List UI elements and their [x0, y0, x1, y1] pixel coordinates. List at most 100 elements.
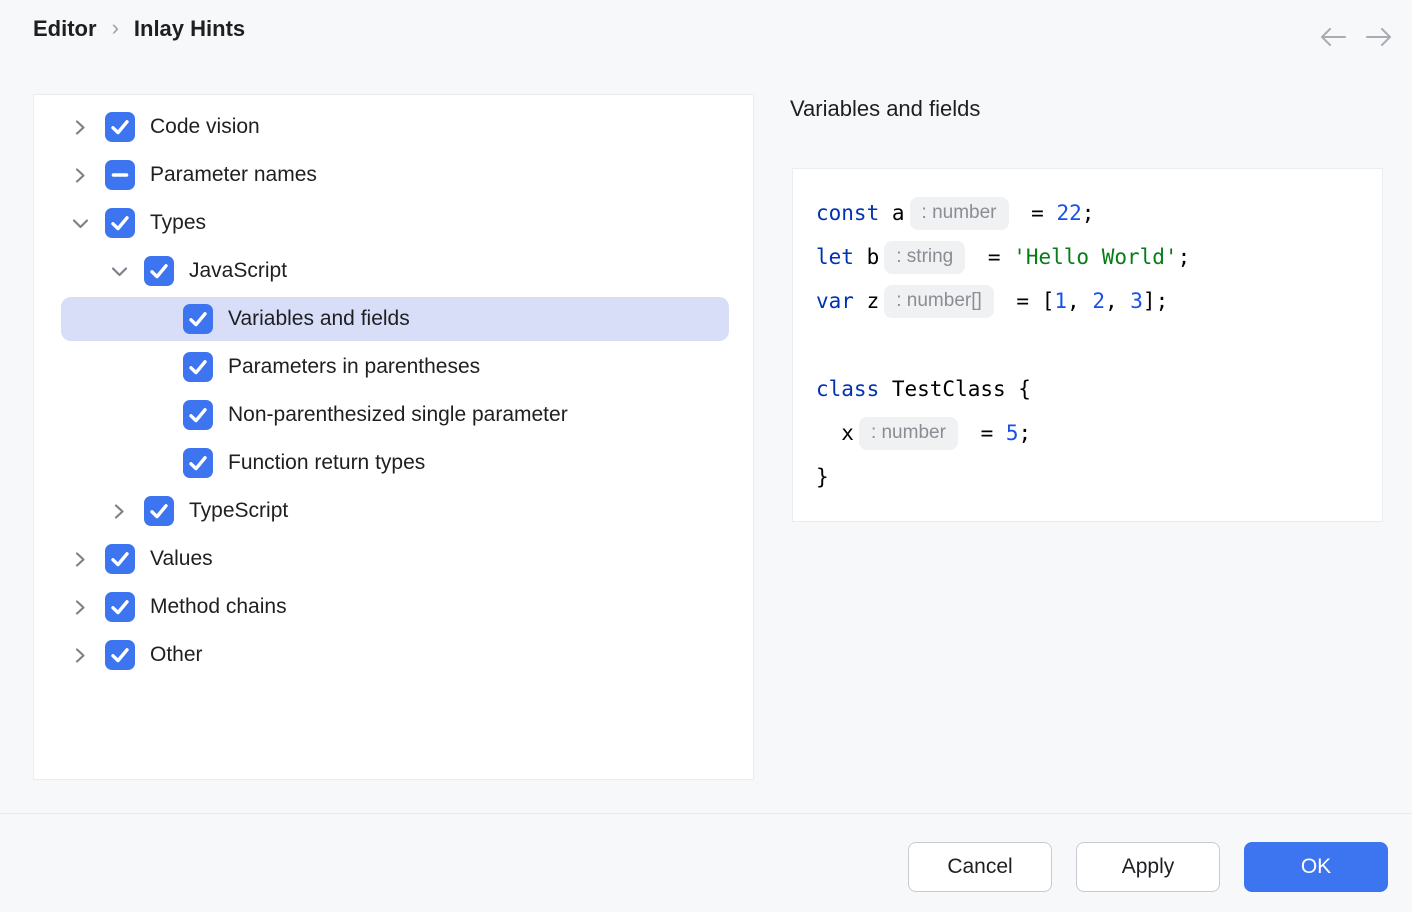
code-line: class TestClass { — [816, 367, 1372, 411]
footer-buttons: Cancel Apply OK — [908, 842, 1388, 892]
code-text: ; — [1081, 201, 1095, 225]
chevron-right-icon[interactable] — [69, 164, 91, 186]
code-line — [816, 323, 1372, 367]
code-text: = — [967, 421, 1006, 445]
code-text: } — [816, 465, 829, 489]
checkbox-checked[interactable] — [105, 544, 135, 574]
code-line: var z: number[] = [1, 2, 3]; — [816, 279, 1372, 323]
chevron-down-icon[interactable] — [69, 212, 91, 234]
checkbox-checked[interactable] — [183, 448, 213, 478]
checkbox-checked[interactable] — [183, 304, 213, 334]
tree-row-label: Method chains — [150, 595, 287, 618]
chevron-down-icon[interactable] — [108, 260, 130, 282]
ok-button[interactable]: OK — [1244, 842, 1388, 892]
code-string: 'Hello World' — [1013, 245, 1178, 269]
inlay-hint-pill: : number — [909, 196, 1009, 230]
checkbox-checked[interactable] — [144, 256, 174, 286]
code-line: x: number = 5; — [816, 411, 1372, 455]
breadcrumb-separator-icon: › — [111, 15, 119, 40]
tree-row[interactable]: Parameters in parentheses — [61, 345, 729, 389]
chevron-right-icon[interactable] — [69, 116, 91, 138]
history-nav — [1318, 24, 1394, 50]
tree-row[interactable]: JavaScript — [61, 249, 729, 293]
code-keyword: let — [816, 245, 854, 269]
code-number: 22 — [1056, 201, 1082, 225]
code-keyword: class — [816, 377, 880, 401]
code-text: ; — [1177, 245, 1191, 269]
breadcrumb-item-editor[interactable]: Editor — [33, 16, 97, 41]
tree-row[interactable]: Variables and fields — [61, 297, 729, 341]
tree-row-label: Non-parenthesized single parameter — [228, 403, 568, 426]
chevron-spacer — [147, 452, 169, 474]
chevron-right-icon[interactable] — [69, 548, 91, 570]
inlay-hint-pill: : string — [884, 240, 966, 274]
detail-panel-title: Variables and fields — [790, 96, 981, 121]
code-preview: const a: number = 22;let b: string = 'He… — [792, 168, 1383, 522]
tree-row[interactable]: Code vision — [61, 105, 729, 149]
tree-row[interactable]: Types — [61, 201, 729, 245]
tree-row-label: Function return types — [228, 451, 426, 474]
chevron-right-icon[interactable] — [69, 596, 91, 618]
code-text: , — [1067, 289, 1093, 313]
code-text: ]; — [1142, 289, 1169, 313]
code-text: b — [853, 245, 880, 269]
code-text: = [ — [1003, 289, 1055, 313]
tree-row-label: Parameter names — [150, 163, 317, 186]
code-text: = — [975, 245, 1014, 269]
code-number: 1 — [1054, 289, 1068, 313]
back-arrow-icon[interactable] — [1318, 24, 1348, 50]
tree-row-label: Types — [150, 211, 207, 234]
tree-row-label: Code vision — [150, 115, 260, 138]
chevron-spacer — [147, 404, 169, 426]
tree-row[interactable]: Method chains — [61, 585, 729, 629]
code-text: , — [1104, 289, 1131, 313]
code-keyword: const — [816, 201, 880, 225]
code-text: x — [816, 421, 854, 445]
code-number: 3 — [1130, 289, 1143, 313]
tree-row[interactable]: Other — [61, 633, 729, 677]
forward-arrow-icon[interactable] — [1364, 24, 1394, 50]
apply-button[interactable]: Apply — [1076, 842, 1220, 892]
dialog-footer: Cancel Apply OK — [0, 813, 1412, 912]
inlay-hint-pill: : number — [858, 416, 958, 450]
checkbox-checked[interactable] — [105, 208, 135, 238]
code-text: TestClass { — [879, 377, 1031, 401]
tree-row[interactable]: Non-parenthesized single parameter — [61, 393, 729, 437]
code-line: } — [816, 455, 1372, 499]
chevron-spacer — [147, 308, 169, 330]
tree-row-label: Other — [150, 643, 203, 666]
tree-row-label: Variables and fields — [228, 307, 410, 330]
breadcrumb-item-inlay-hints: Inlay Hints — [133, 16, 246, 41]
chevron-right-icon[interactable] — [69, 644, 91, 666]
code-line: const a: number = 22; — [816, 191, 1372, 235]
code-keyword: var — [816, 289, 854, 313]
checkbox-checked[interactable] — [105, 640, 135, 670]
tree-row-label: JavaScript — [189, 259, 288, 282]
code-text: a — [879, 201, 905, 225]
checkbox-checked[interactable] — [105, 112, 135, 142]
inlay-hint-pill: : number[] — [884, 284, 994, 318]
checkbox-checked[interactable] — [183, 352, 213, 382]
code-text: z — [853, 289, 880, 313]
tree-row[interactable]: Function return types — [61, 441, 729, 485]
chevron-spacer — [147, 356, 169, 378]
tree-row-label: TypeScript — [189, 499, 289, 522]
tree-row[interactable]: Parameter names — [61, 153, 729, 197]
chevron-right-icon[interactable] — [108, 500, 130, 522]
cancel-button[interactable]: Cancel — [908, 842, 1052, 892]
checkbox-checked[interactable] — [183, 400, 213, 430]
breadcrumb: Editor › Inlay Hints — [33, 15, 246, 42]
code-text: ; — [1018, 421, 1032, 445]
code-number: 5 — [1005, 421, 1019, 445]
tree-row-label: Parameters in parentheses — [228, 355, 481, 378]
tree-row[interactable]: TypeScript — [61, 489, 729, 533]
checkbox-checked[interactable] — [144, 496, 174, 526]
code-line: let b: string = 'Hello World'; — [816, 235, 1372, 279]
tree-row[interactable]: Values — [61, 537, 729, 581]
code-number: 2 — [1092, 289, 1105, 313]
tree-row-label: Values — [150, 547, 213, 570]
checkbox-indeterminate[interactable] — [105, 160, 135, 190]
code-text: = — [1018, 201, 1057, 225]
checkbox-checked[interactable] — [105, 592, 135, 622]
